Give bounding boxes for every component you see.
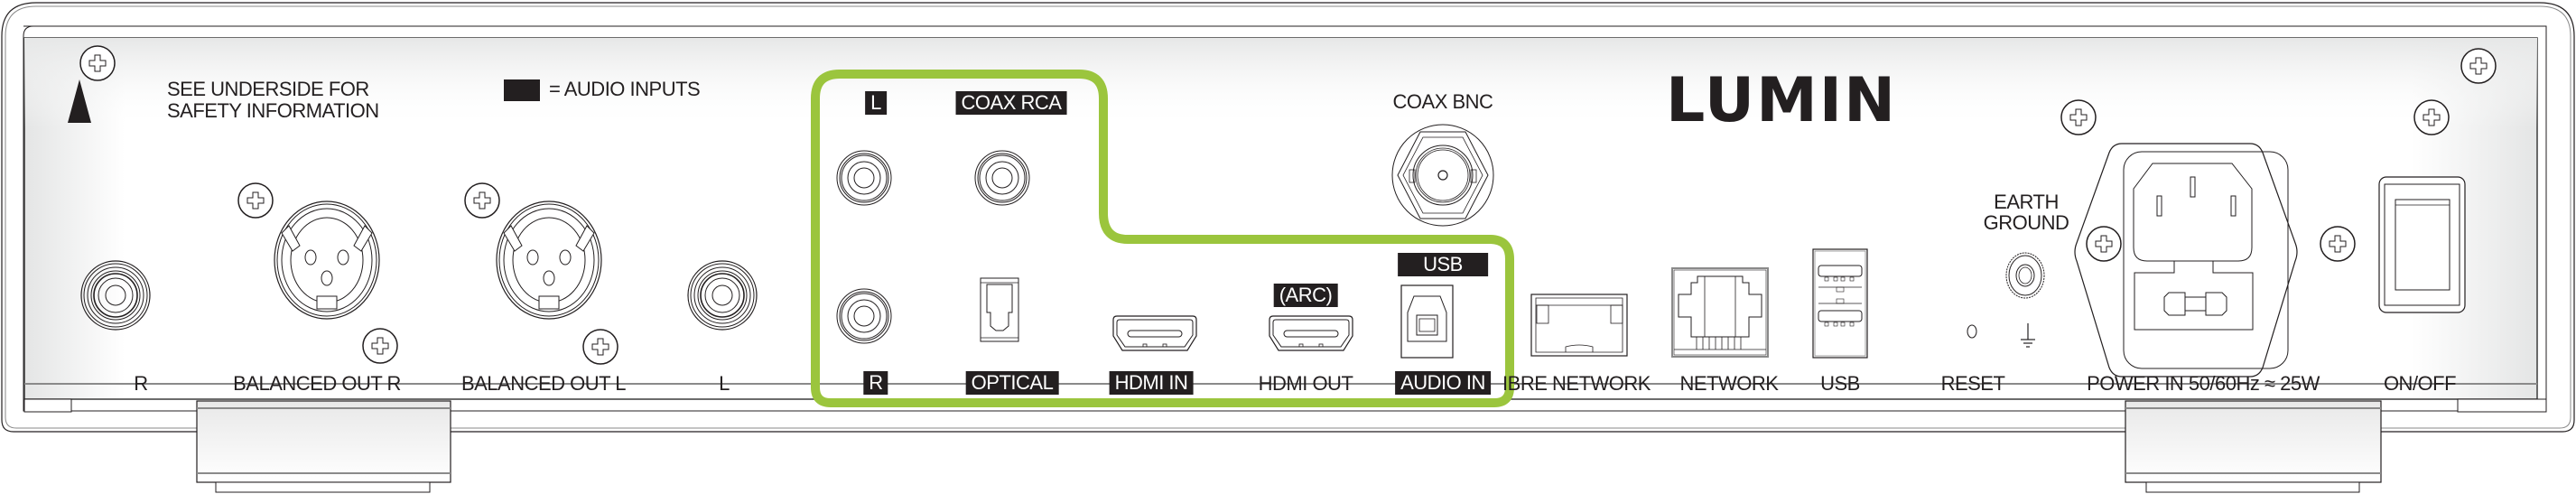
power-inlet xyxy=(2074,143,2298,377)
label-earth-line1: EARTH xyxy=(1994,191,2059,213)
label-hdmi-out: HDMI OUT xyxy=(1258,372,1353,395)
audio-inputs-highlight xyxy=(811,70,1514,407)
safety-notice-line2: SAFETY INFORMATION xyxy=(167,99,379,122)
label-balanced-out-l: BALANCED OUT L xyxy=(460,372,627,395)
screw-icon xyxy=(362,328,398,364)
screw-icon xyxy=(2460,48,2497,84)
foot-left xyxy=(196,400,451,493)
power-switch xyxy=(2378,176,2466,313)
legend-text: = AUDIO INPUTS xyxy=(549,78,701,100)
screw-icon xyxy=(582,329,618,365)
earth-ground-terminal xyxy=(2005,252,2045,299)
label-rca-out-l: L xyxy=(719,372,730,395)
screw-icon xyxy=(2086,226,2122,262)
label-hdmi-arc: (ARC) xyxy=(1273,284,1338,307)
screw-icon xyxy=(2320,226,2356,262)
label-coax-rca-l: L xyxy=(865,91,887,115)
screw-icon xyxy=(2413,99,2450,135)
label-earth-line2: GROUND xyxy=(1983,211,2069,234)
screw-icon xyxy=(79,45,116,81)
screw-icon xyxy=(2060,99,2097,135)
label-optical: OPTICAL xyxy=(965,371,1059,395)
label-coax-bnc: COAX BNC xyxy=(1392,90,1493,113)
foot-right xyxy=(2125,400,2382,493)
optical-port xyxy=(980,277,1019,342)
reset-button xyxy=(1967,324,1977,339)
coax-bnc-connector xyxy=(1391,124,1494,227)
label-audio-in: AUDIO IN xyxy=(1395,371,1491,395)
warning-icon xyxy=(68,79,91,123)
network-port xyxy=(1671,267,1769,358)
label-network: NETWORK xyxy=(1679,372,1779,395)
label-usb-audio: USB xyxy=(1398,253,1488,276)
usb-a-ports xyxy=(1812,248,1868,359)
safety-notice-line1: SEE UNDERSIDE FOR xyxy=(167,78,369,100)
ground-symbol-icon xyxy=(2021,323,2035,348)
label-power-in: POWER IN 50/60Hz ≈ 25W xyxy=(2087,372,2320,395)
label-hdmi-in: HDMI IN xyxy=(1109,371,1194,395)
screw-icon xyxy=(464,182,500,219)
audio-inputs-legend: = AUDIO INPUTS xyxy=(504,78,701,102)
label-fibre-network: IBRE NETWORK xyxy=(1502,372,1651,395)
label-balanced-out-r: BALANCED OUT R xyxy=(233,372,401,395)
screw-icon xyxy=(237,182,274,219)
label-on-off: ON/OFF xyxy=(2383,372,2457,395)
brand-logo: LUMIN xyxy=(1666,65,1898,136)
label-usb: USB xyxy=(1820,372,1860,395)
label-coax-rca: COAX RCA xyxy=(955,91,1067,115)
label-reset: RESET xyxy=(1940,372,2005,395)
legend-swatch xyxy=(504,79,540,102)
label-coax-rca-r: R xyxy=(863,371,888,395)
label-rca-out-r: R xyxy=(134,372,148,395)
usb-b-port xyxy=(1400,284,1454,359)
fibre-network-port xyxy=(1530,294,1628,357)
